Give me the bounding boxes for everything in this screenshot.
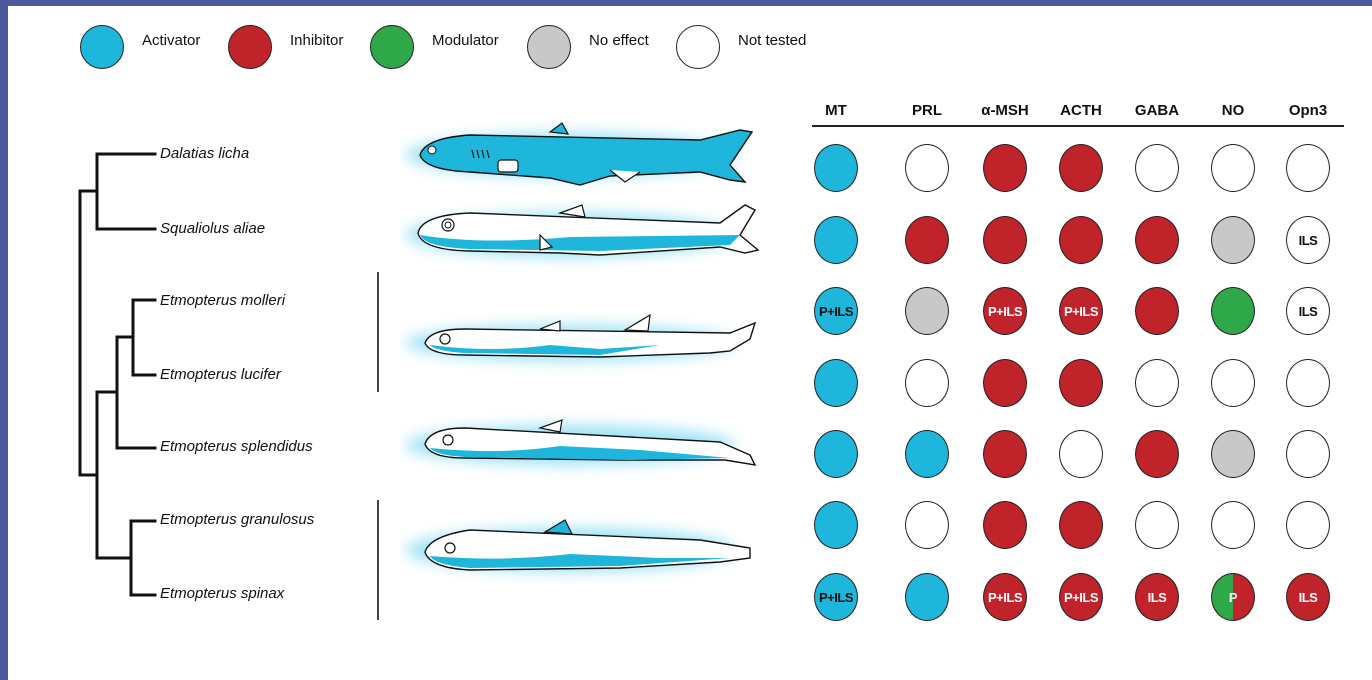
shark-dalatias-licha: [405, 123, 752, 185]
column-header: MT: [806, 102, 866, 119]
frame-top-border: [0, 0, 1372, 6]
effect-cell: P+ILS: [814, 287, 858, 335]
shark-etmopterus-granulosus-spinax: [405, 520, 750, 572]
effect-cell: ILS: [1135, 573, 1179, 621]
species-label: Etmopterus molleri: [160, 292, 285, 309]
effect-cell: [983, 359, 1027, 407]
effect-cell: [905, 287, 949, 335]
legend-swatch-activator: [80, 25, 124, 69]
effect-cell-label: ILS: [1299, 233, 1318, 248]
effect-cell: [983, 144, 1027, 192]
effect-cell-label: P+ILS: [1064, 304, 1098, 319]
effect-cell: [1059, 359, 1103, 407]
effect-cell: [1135, 430, 1179, 478]
group-divider-2: [377, 500, 379, 620]
effect-cell: [905, 216, 949, 264]
column-header: GABA: [1127, 102, 1187, 119]
legend-label-activator: Activator: [142, 32, 200, 49]
legend-swatch-modulator: [370, 25, 414, 69]
effect-cell: [1211, 144, 1255, 192]
effect-cell: ILS: [1286, 287, 1330, 335]
effect-cell: [905, 430, 949, 478]
legend-label-inhibitor: Inhibitor: [290, 32, 343, 49]
species-label: Etmopterus lucifer: [160, 366, 281, 383]
phylogenetic-tree: [60, 140, 160, 610]
effect-cell-label: P+ILS: [819, 590, 853, 605]
effect-cell: [1135, 144, 1179, 192]
effect-cell: [1135, 216, 1179, 264]
effect-cell: [1059, 501, 1103, 549]
legend-label-not-tested: Not tested: [738, 32, 806, 49]
effect-cell-label: ILS: [1299, 590, 1318, 605]
effect-cell: [983, 430, 1027, 478]
species-label: Etmopterus splendidus: [160, 438, 313, 455]
effect-cell: [1135, 359, 1179, 407]
effect-cell: [905, 573, 949, 621]
frame-left-border: [0, 0, 8, 680]
effect-cell-label: P+ILS: [988, 590, 1022, 605]
effect-cell: [814, 216, 858, 264]
shark-etmopterus-molleri-lucifer: [405, 315, 755, 361]
effect-cell-label: P+ILS: [988, 304, 1022, 319]
effect-cell: [1059, 216, 1103, 264]
legend-label-modulator: Modulator: [432, 32, 499, 49]
effect-cell: [1211, 430, 1255, 478]
effect-cell: P+ILS: [1059, 573, 1103, 621]
effect-cell: [983, 501, 1027, 549]
legend-swatch-not-tested: [676, 25, 720, 69]
header-rule: [812, 125, 1344, 127]
effect-cell: [1211, 287, 1255, 335]
effect-cell: [1211, 359, 1255, 407]
shark-etmopterus-splendidus: [405, 420, 755, 465]
species-label: Dalatias licha: [160, 145, 249, 162]
effect-cell: [814, 501, 858, 549]
effect-cell: P+ILS: [983, 287, 1027, 335]
effect-cell: [814, 144, 858, 192]
effect-cell-label: P+ILS: [1064, 590, 1098, 605]
effect-cell-label: P: [1229, 590, 1237, 605]
effect-cell: ILS: [1286, 216, 1330, 264]
effect-cell: [905, 501, 949, 549]
effect-cell: P+ILS: [1059, 287, 1103, 335]
effect-cell: [905, 359, 949, 407]
shark-illustrations: [400, 110, 780, 610]
legend-label-no-effect: No effect: [589, 32, 649, 49]
effect-cell: [1211, 501, 1255, 549]
effect-cell: [905, 144, 949, 192]
effect-cell-label: ILS: [1299, 304, 1318, 319]
legend-swatch-inhibitor: [228, 25, 272, 69]
effect-cell-label: P+ILS: [819, 304, 853, 319]
effect-cell: [1059, 144, 1103, 192]
shark-squaliolus-aliae: [405, 205, 758, 257]
species-label: Etmopterus granulosus: [160, 511, 314, 528]
effect-cell: [983, 216, 1027, 264]
effect-cell: [814, 430, 858, 478]
effect-cell: [1059, 430, 1103, 478]
effect-cell-label: ILS: [1148, 590, 1167, 605]
column-header: PRL: [897, 102, 957, 119]
effect-cell: P+ILS: [814, 573, 858, 621]
effect-cell: [1286, 430, 1330, 478]
group-divider-1: [377, 272, 379, 392]
effect-cell: [1286, 359, 1330, 407]
effect-cell: [1286, 501, 1330, 549]
effect-cell: P: [1211, 573, 1255, 621]
effect-cell: P+ILS: [983, 573, 1027, 621]
species-label: Squaliolus aliae: [160, 220, 265, 237]
column-header: NO: [1203, 102, 1263, 119]
column-header: ACTH: [1051, 102, 1111, 119]
column-header: α-MSH: [975, 102, 1035, 119]
effect-cell: [1135, 287, 1179, 335]
effect-cell: [1211, 216, 1255, 264]
effect-cell: [1135, 501, 1179, 549]
species-label: Etmopterus spinax: [160, 585, 284, 602]
effect-cell: ILS: [1286, 573, 1330, 621]
column-header: Opn3: [1278, 102, 1338, 119]
effect-cell: [1286, 144, 1330, 192]
effect-cell: [814, 359, 858, 407]
legend-swatch-no-effect: [527, 25, 571, 69]
